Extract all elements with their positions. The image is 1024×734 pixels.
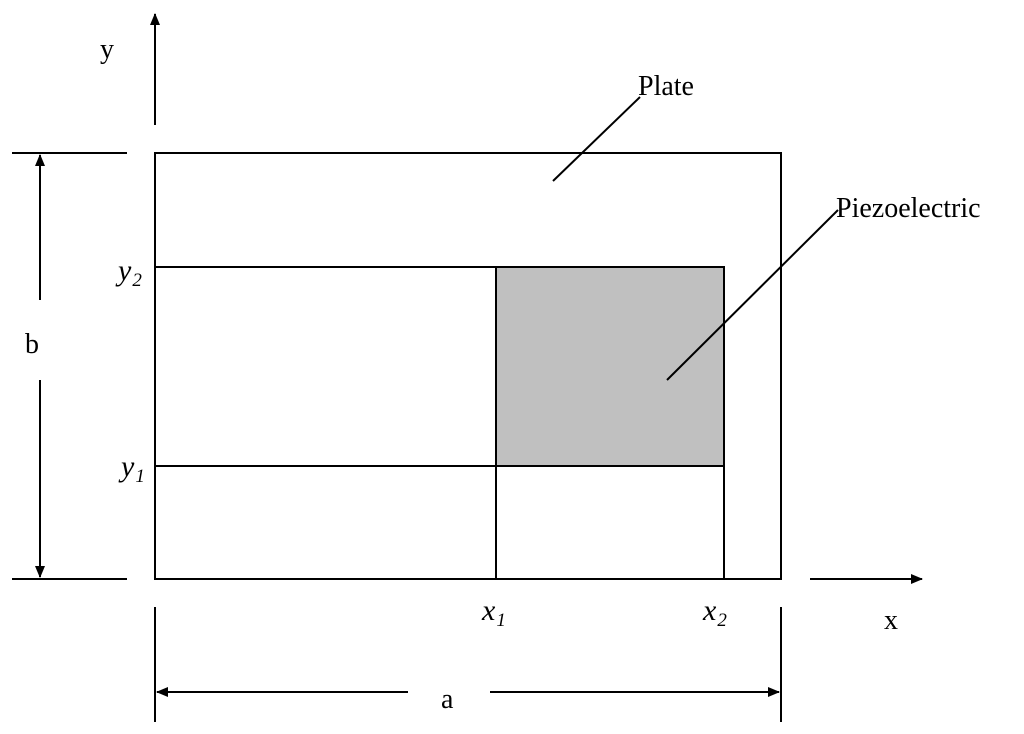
- plate-leader-line: [552, 96, 641, 182]
- y1-label: y1: [118, 450, 145, 487]
- piezoelectric-patch: [495, 266, 725, 467]
- x1-label: x1: [481, 594, 506, 631]
- dimension-b-label: b: [25, 329, 39, 360]
- x-axis-label: x: [884, 605, 898, 636]
- x2-label: x2: [702, 594, 727, 631]
- piezoelectric-leader-line: [666, 209, 839, 381]
- plate-label: Plate: [638, 71, 694, 102]
- piezoelectric-label: Piezoelectric: [836, 193, 981, 224]
- y-axis-label: y: [100, 34, 114, 65]
- y2-label: y2: [115, 254, 142, 291]
- dimension-a-label: a: [441, 684, 454, 715]
- plate-outline: [154, 152, 782, 580]
